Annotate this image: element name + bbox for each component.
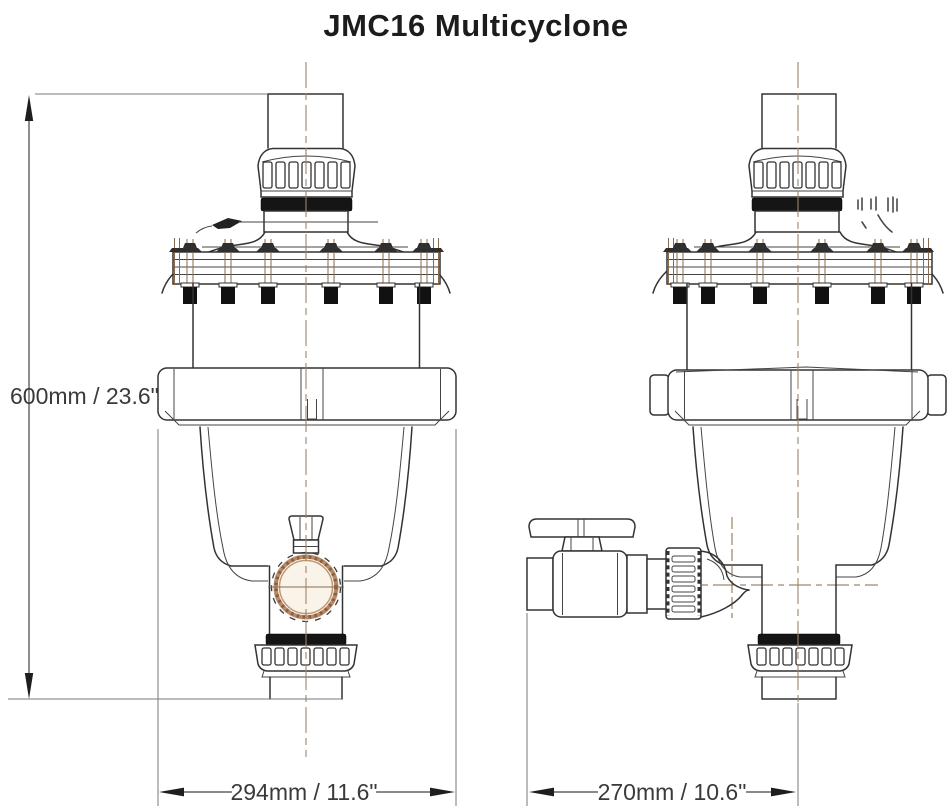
o-ring-top — [751, 197, 843, 212]
side-width-dimension-label: 270mm / 10.6" — [598, 779, 747, 805]
valve-inlet-pipe — [526, 557, 554, 611]
arrow-right — [771, 787, 796, 797]
union-nut-bottom — [747, 644, 853, 678]
front-width-dimension-label: 294mm / 11.6" — [230, 779, 377, 805]
clamp-ring — [157, 367, 457, 426]
body-cylinder — [686, 283, 913, 372]
mold-marks — [857, 196, 898, 233]
surface-artifact — [212, 218, 242, 229]
valve-handle — [528, 518, 636, 538]
body-cylinder — [192, 283, 421, 370]
dimension-width-front: 294mm / 11.6" — [157, 429, 457, 806]
arrow-up — [24, 95, 34, 121]
page-title: JMC16 Multicyclone — [323, 8, 628, 43]
dimension-width-side: 270mm / 10.6" — [526, 613, 799, 806]
arrow-down — [24, 673, 34, 699]
drain-valve — [526, 517, 878, 620]
height-dimension-label: 600mm / 23.6" — [10, 383, 159, 409]
o-ring-bottom — [757, 633, 841, 646]
outlet-stub — [761, 564, 837, 635]
valve-union-nut — [665, 547, 702, 620]
flange — [666, 251, 933, 285]
front-view — [157, 62, 457, 757]
inlet-pipe — [761, 93, 837, 149]
neck — [754, 210, 840, 233]
valve-spout — [700, 550, 750, 618]
valve-stem — [561, 536, 603, 552]
dimension-height: 600mm / 23.6" — [8, 93, 342, 700]
outlet-pipe — [269, 676, 343, 700]
outlet-pipe — [761, 676, 837, 700]
arrow-left — [159, 787, 184, 797]
arrow-left — [529, 787, 554, 797]
valve-collar — [626, 554, 648, 614]
arrow-right — [430, 787, 455, 797]
bowl — [199, 426, 413, 582]
valve-body — [552, 550, 628, 618]
side-view — [526, 62, 947, 703]
bowl — [692, 426, 904, 578]
